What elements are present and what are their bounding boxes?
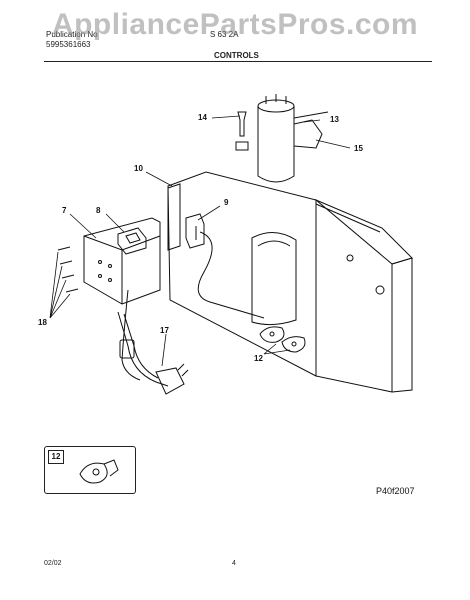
inset-callout-12: 12 [48, 450, 64, 464]
housing-back-panel [167, 171, 317, 377]
callout-9: 9 [224, 198, 229, 207]
cam-part-a [259, 326, 285, 343]
callout-7: 7 [62, 206, 67, 215]
mounting-screw [237, 111, 247, 137]
cam-part-b [281, 336, 306, 353]
capacitor-strap [293, 119, 323, 149]
callout-12: 12 [254, 354, 263, 363]
footer-date: 02/02 [44, 560, 62, 567]
callout-10: 10 [134, 164, 143, 173]
power-plug [155, 367, 185, 395]
callout-18: 18 [38, 318, 47, 327]
footer-page-number: 4 [232, 560, 236, 567]
power-cord [117, 311, 169, 387]
capacitor-body [257, 106, 295, 183]
housing-right-face [391, 257, 413, 393]
rotary-switch [117, 227, 147, 255]
callout-14: 14 [198, 113, 207, 122]
diagram-code: P40f2007 [376, 486, 415, 496]
thermostat [185, 213, 205, 249]
control-box [83, 217, 161, 305]
model-number: S 63 2A [210, 30, 239, 39]
callout-13: 13 [330, 115, 339, 124]
watermark-text: AppliancePartsPros.com [51, 8, 419, 41]
callout-15: 15 [354, 144, 363, 153]
inset-detail-box: 12 [44, 446, 136, 494]
callout-8: 8 [96, 206, 101, 215]
section-title: CONTROLS [214, 51, 259, 60]
control-bracket [167, 183, 181, 251]
publication-number: 5995361663 [46, 40, 91, 49]
publication-label: Publication No [46, 30, 98, 39]
header-rule [44, 61, 432, 62]
callout-17: 17 [160, 326, 169, 335]
housing-cutout [251, 232, 297, 326]
wiring-harness [197, 231, 265, 319]
housing-side-wall [315, 198, 393, 393]
inset-cam [79, 462, 108, 484]
